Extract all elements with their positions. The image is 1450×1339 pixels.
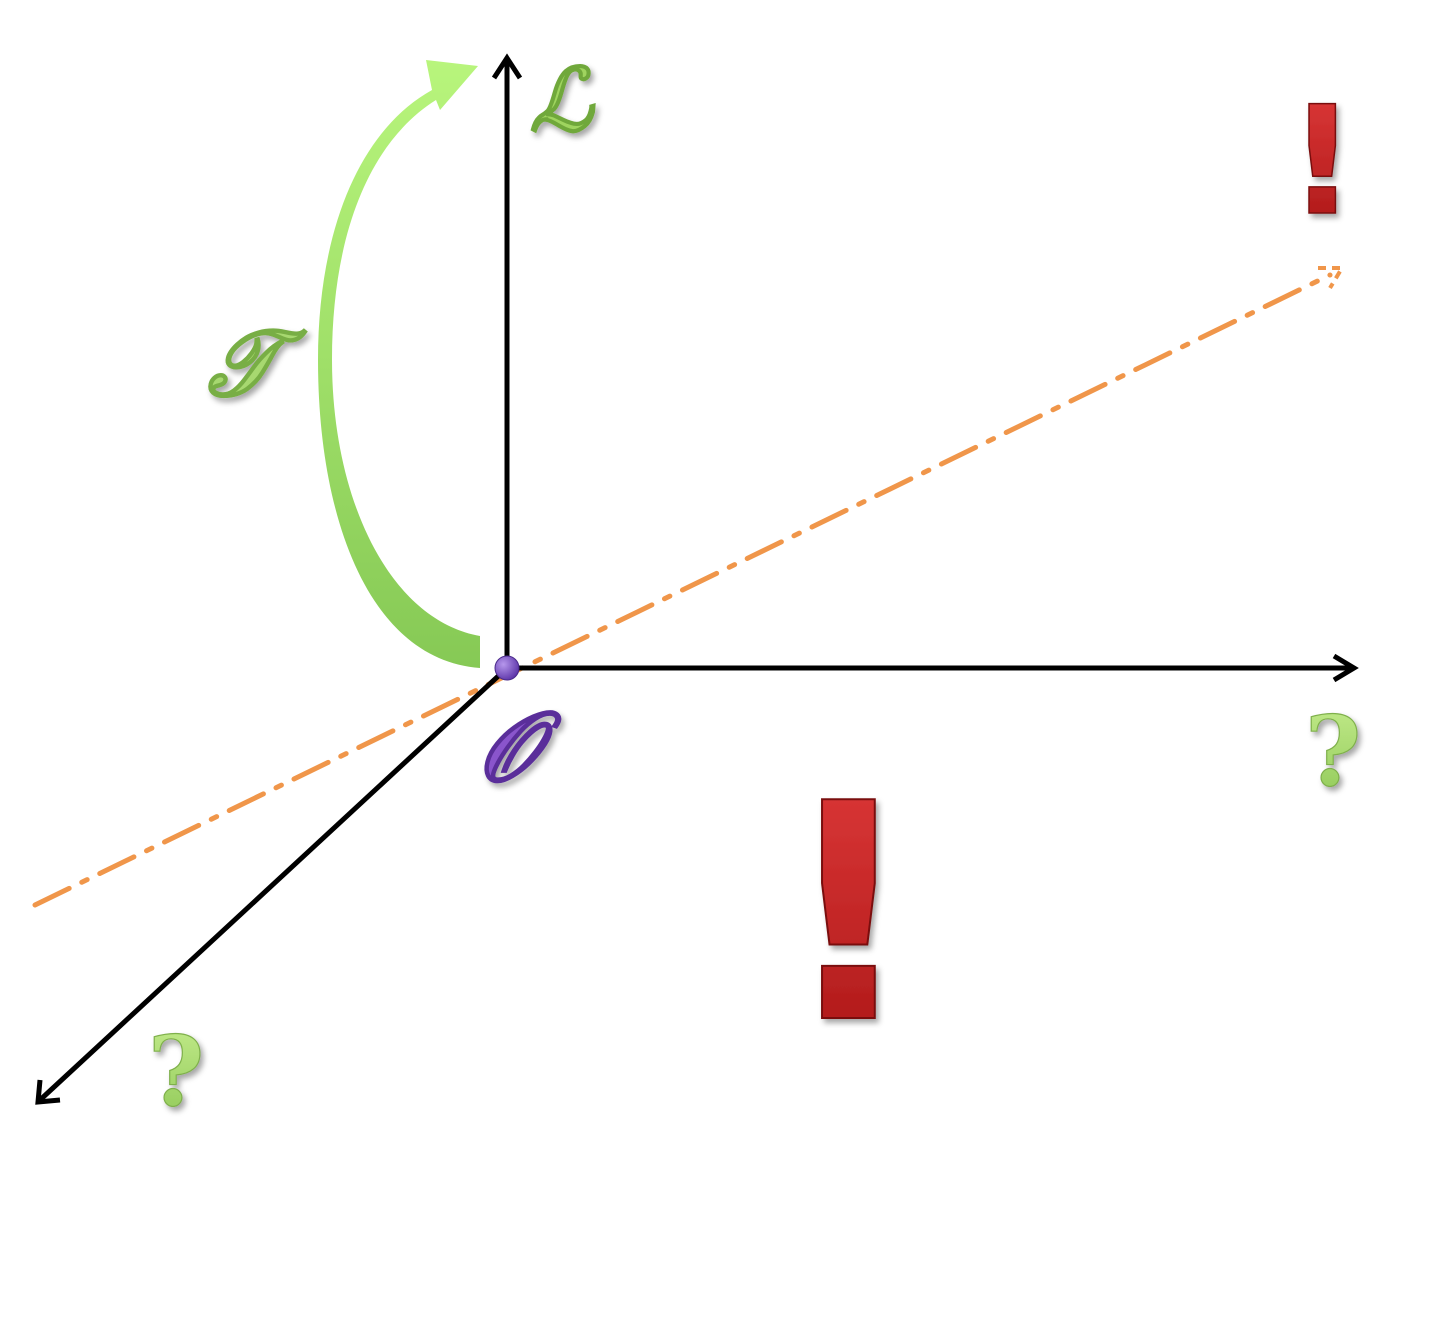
vertical-axis bbox=[491, 53, 523, 668]
horizontal-axis bbox=[507, 653, 1359, 683]
top-right-exclamation: ! bbox=[1288, 75, 1356, 249]
dashed-line-arrowhead bbox=[1318, 266, 1346, 290]
center-exclamation: ! bbox=[780, 740, 917, 1089]
horizontal-axis-question-mark: ? bbox=[1305, 695, 1361, 808]
rotation-arrow bbox=[318, 60, 480, 668]
rotation-label: 𝒯 bbox=[207, 309, 307, 417]
depth-axis bbox=[35, 666, 509, 1105]
origin-label: 𝒪 bbox=[478, 690, 562, 803]
dashed-line bbox=[32, 266, 1346, 908]
depth-axis-question-mark: ? bbox=[148, 1015, 204, 1128]
vertical-axis-label: ℒ bbox=[530, 50, 595, 151]
origin-dot bbox=[494, 655, 520, 681]
